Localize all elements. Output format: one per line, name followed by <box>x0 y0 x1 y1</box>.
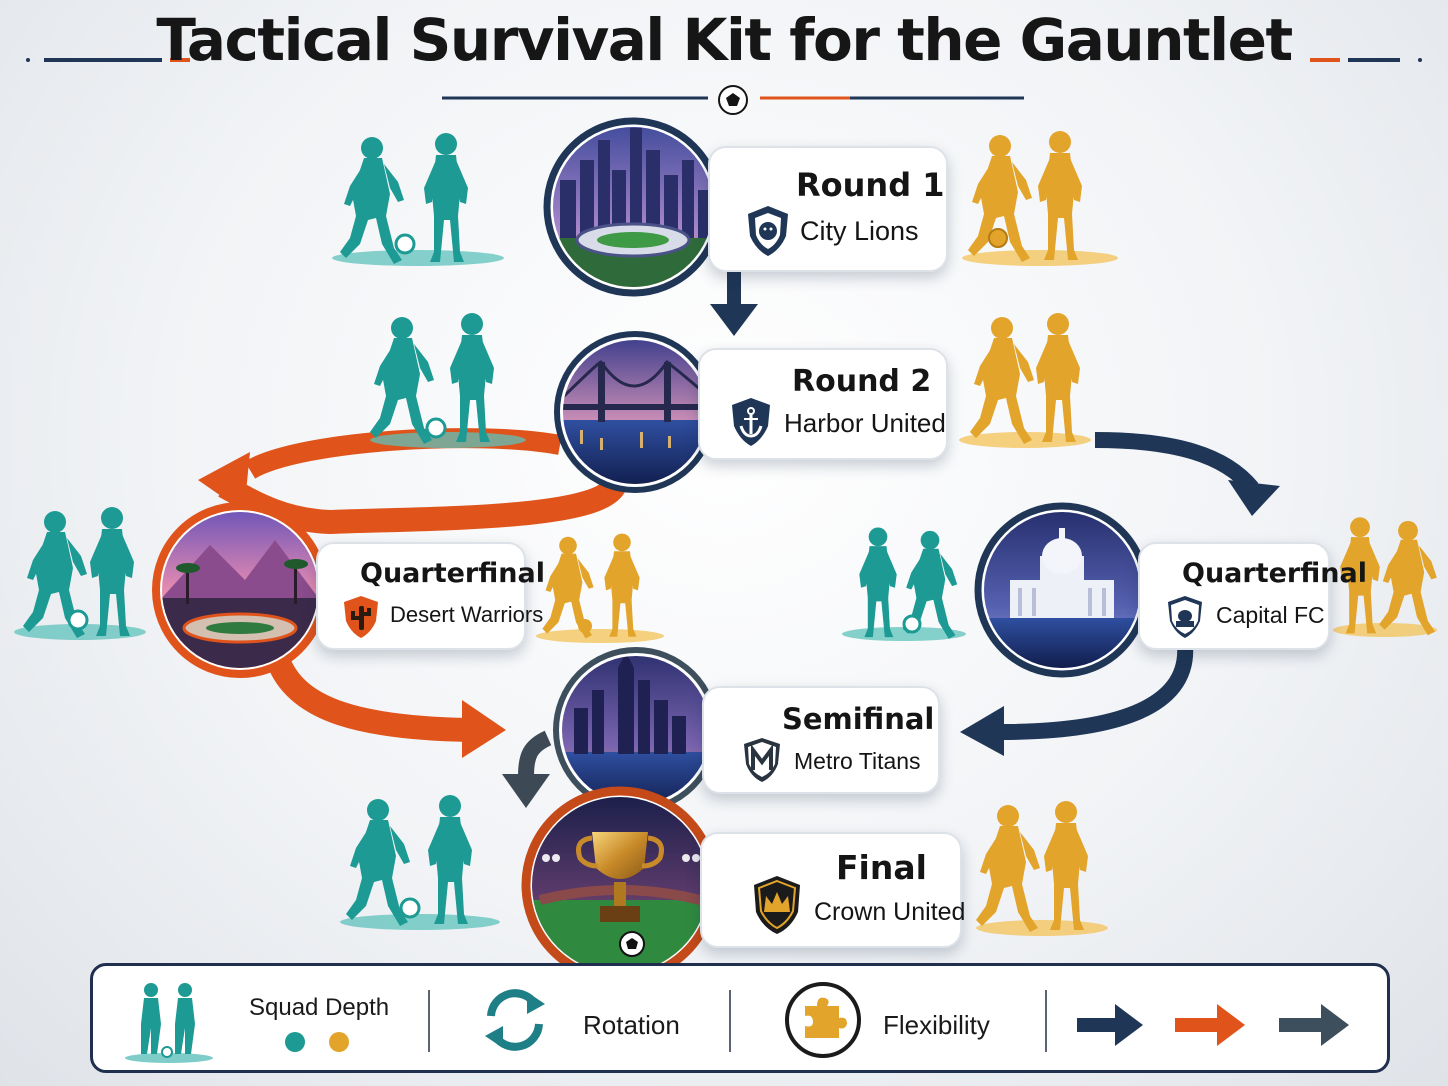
page-title: Tactical Survival Kit for the Gauntlet <box>156 6 1293 74</box>
teal-squad-quarterfinal-left <box>14 507 146 640</box>
teal-squad-quarterfinal-right <box>842 527 966 641</box>
quarterfinal-right-scene-medallion <box>974 502 1150 678</box>
semifinal-team-name: Metro Titans <box>794 748 921 774</box>
semifinal-stage-name: Semifinal <box>782 702 935 736</box>
semifinal-scene-medallion <box>553 647 719 813</box>
quarterfinal-left-label-card: Quarterfinal Desert Warriors <box>316 542 545 650</box>
arrow-quarterfinal-right-to-semifinal <box>960 644 1194 756</box>
round1-scene-medallion <box>543 117 723 297</box>
round1-stage-name: Round 1 <box>796 166 945 204</box>
crown-shield-icon <box>754 876 800 934</box>
lion-shield-icon <box>748 206 788 256</box>
quarterfinal-right-team-name: Capital FC <box>1216 602 1325 628</box>
gold-squad-quarterfinal-right <box>1333 517 1437 637</box>
final-label-card: Final Crown United <box>700 832 966 948</box>
trophy-icon <box>576 832 664 922</box>
legend-divider-3 <box>1045 990 1047 1052</box>
quarterfinal-right-label-card: Quarterfinal Capital FC <box>1138 542 1367 650</box>
round2-label-card: Round 2 Harbor United <box>698 348 948 460</box>
legend-flexibility: Flexibility <box>883 1010 990 1040</box>
legend-divider-2 <box>729 990 731 1052</box>
round2-team-name: Harbor United <box>784 408 946 438</box>
round2-stage-name: Round 2 <box>792 364 932 399</box>
monogram-shield-icon <box>744 738 780 782</box>
squad-depth-icon <box>125 983 213 1063</box>
legend-arrow-orange-icon <box>1175 1004 1245 1046</box>
legend-arrow-slate-icon <box>1279 1004 1349 1046</box>
quarterfinal-left-scene-medallion <box>152 502 328 678</box>
quarterfinal-left-team-name: Desert Warriors <box>390 602 544 627</box>
teal-squad-final <box>340 795 500 930</box>
anchor-shield-icon <box>732 398 770 446</box>
arrow-round2-to-quarterfinal-right <box>1094 432 1280 516</box>
final-stage-name: Final <box>836 848 927 887</box>
rotation-icon <box>485 989 545 1051</box>
title-decor-right <box>1310 58 1422 62</box>
puzzle-piece-icon <box>785 982 861 1058</box>
final-team-name: Crown United <box>814 898 966 926</box>
gold-squad-round2 <box>959 313 1091 448</box>
arrow-semifinal-to-final <box>502 730 552 808</box>
soccer-ball-icon <box>718 85 748 115</box>
legend-divider-1 <box>428 990 430 1052</box>
gold-squad-quarterfinal-left <box>536 533 664 643</box>
teal-squad-round2 <box>370 313 526 448</box>
round2-scene-medallion <box>554 331 716 493</box>
quarterfinal-left-stage-name: Quarterfinal <box>360 558 545 589</box>
final-soccer-ball-icon <box>619 931 645 957</box>
gold-squad-final <box>976 801 1108 936</box>
legend-panel: Squad Depth Rotation Flexibility <box>90 963 1390 1073</box>
gold-squad-round1 <box>962 131 1118 266</box>
cactus-shield-icon <box>344 596 378 638</box>
legend-rotation: Rotation <box>583 1010 680 1040</box>
quarterfinal-right-stage-name: Quarterfinal <box>1182 558 1367 589</box>
legend-arrow-navy-icon <box>1077 1004 1143 1046</box>
title-decor-left <box>26 58 190 62</box>
legend-squad-depth: Squad Depth <box>249 994 390 1021</box>
title-underline <box>442 85 1024 115</box>
teal-squad-round1 <box>332 133 504 266</box>
round1-label-card: Round 1 City Lions <box>708 146 948 272</box>
capitol-shield-icon <box>1168 596 1202 638</box>
arrow-quarterfinal-left-to-semifinal <box>269 659 506 758</box>
final-scene-medallion <box>521 786 719 984</box>
round1-team-name: City Lions <box>800 216 919 246</box>
squad-colors-swatch <box>285 1032 349 1052</box>
semifinal-label-card: Semifinal Metro Titans <box>702 686 940 794</box>
arrow-round1-to-round2 <box>710 272 758 336</box>
